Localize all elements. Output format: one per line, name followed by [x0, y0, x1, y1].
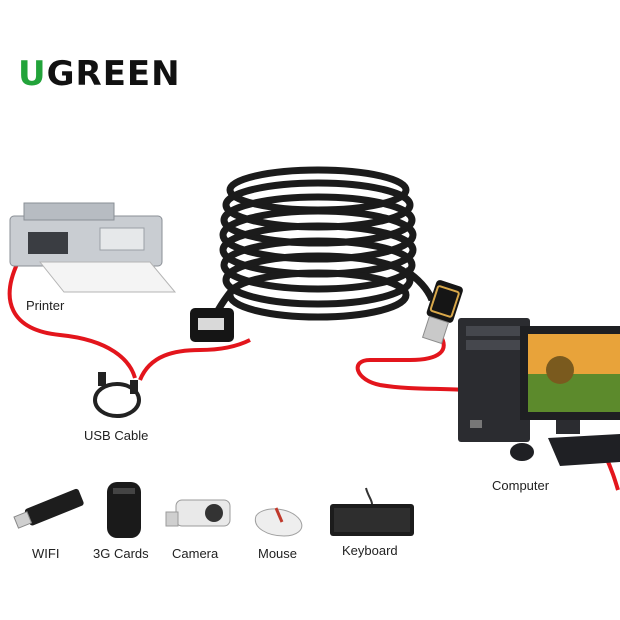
desk-mouse-icon — [510, 443, 534, 461]
printer-icon — [9, 202, 177, 293]
desk-keyboard-icon — [548, 434, 620, 466]
usb-cable-label: USB Cable — [84, 428, 149, 443]
wire-printer-cable — [7, 261, 137, 379]
ugreen-logo: UGREEN — [18, 54, 181, 94]
logo-letter-u: U — [18, 54, 47, 94]
keyboard-label: Keyboard — [342, 543, 398, 558]
wifi-label: WIFI — [32, 546, 60, 561]
usb-female-connector-icon — [190, 308, 234, 342]
mouse-label: Mouse — [258, 546, 298, 561]
logo-letters-green: GREEN — [46, 54, 181, 94]
computer-tower-icon — [458, 318, 530, 442]
usb-cable-icon — [93, 372, 141, 418]
wifi-dongle-icon — [13, 488, 84, 529]
keyboard-icon — [330, 487, 414, 536]
3g-card-icon — [107, 482, 141, 538]
monitor-icon — [520, 326, 620, 434]
camera-icon — [165, 499, 231, 527]
printer-label: Printer — [26, 298, 65, 313]
computer-label: Computer — [492, 478, 550, 493]
wire-cable-extender — [138, 338, 251, 381]
3g-cards-label: 3G Cards — [93, 546, 149, 561]
usb-male-plug-icon — [421, 280, 463, 345]
camera-label: Camera — [172, 546, 219, 561]
wire-plug-computer — [355, 333, 466, 392]
cable-coil-icon — [208, 166, 436, 327]
mouse-icon — [254, 507, 303, 537]
